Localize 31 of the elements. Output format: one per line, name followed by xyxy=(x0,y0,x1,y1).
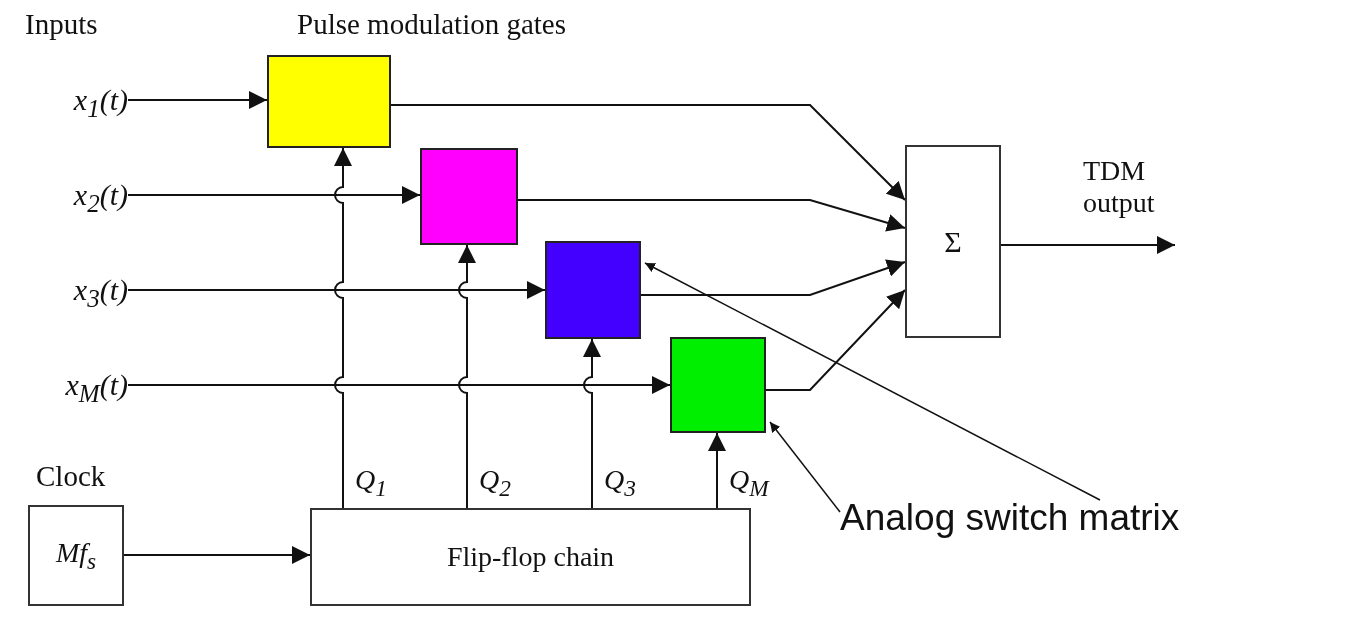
signal-label: x$_{2}$(t) xyxy=(40,175,128,224)
clock-box: Mf$_{s}$ xyxy=(28,505,124,606)
arrow xyxy=(517,199,906,232)
signal-label: x$_{1}$(t) xyxy=(40,80,128,129)
gate-box xyxy=(267,55,391,148)
arrow xyxy=(127,186,421,204)
arrow xyxy=(640,259,906,296)
signal-label: x$_{M}$(t) xyxy=(30,365,128,414)
arrow xyxy=(127,376,671,394)
arrow xyxy=(765,289,906,391)
arrow xyxy=(1000,236,1176,254)
arrow xyxy=(334,147,352,509)
leader-line xyxy=(644,262,1101,501)
gate-box xyxy=(670,337,766,433)
arrow xyxy=(708,432,726,509)
process-box: Flip-flop chain xyxy=(310,508,751,606)
summer-box: Σ xyxy=(905,145,1001,338)
signal-label: x$_{3}$(t) xyxy=(40,270,128,319)
leader-line xyxy=(769,421,841,513)
callout-text: Analog switch matrix xyxy=(840,496,1180,540)
arrow xyxy=(127,91,268,109)
arrow xyxy=(123,546,311,564)
arrow xyxy=(458,244,476,509)
block-heading: Clock xyxy=(36,460,106,493)
heading-label: Pulse modulation gates xyxy=(297,8,567,41)
arrow xyxy=(127,281,546,299)
arrow xyxy=(390,104,906,201)
arrow xyxy=(583,338,601,509)
heading-label: Inputs xyxy=(25,8,98,41)
gate-box xyxy=(545,241,641,339)
gate-box xyxy=(420,148,518,245)
